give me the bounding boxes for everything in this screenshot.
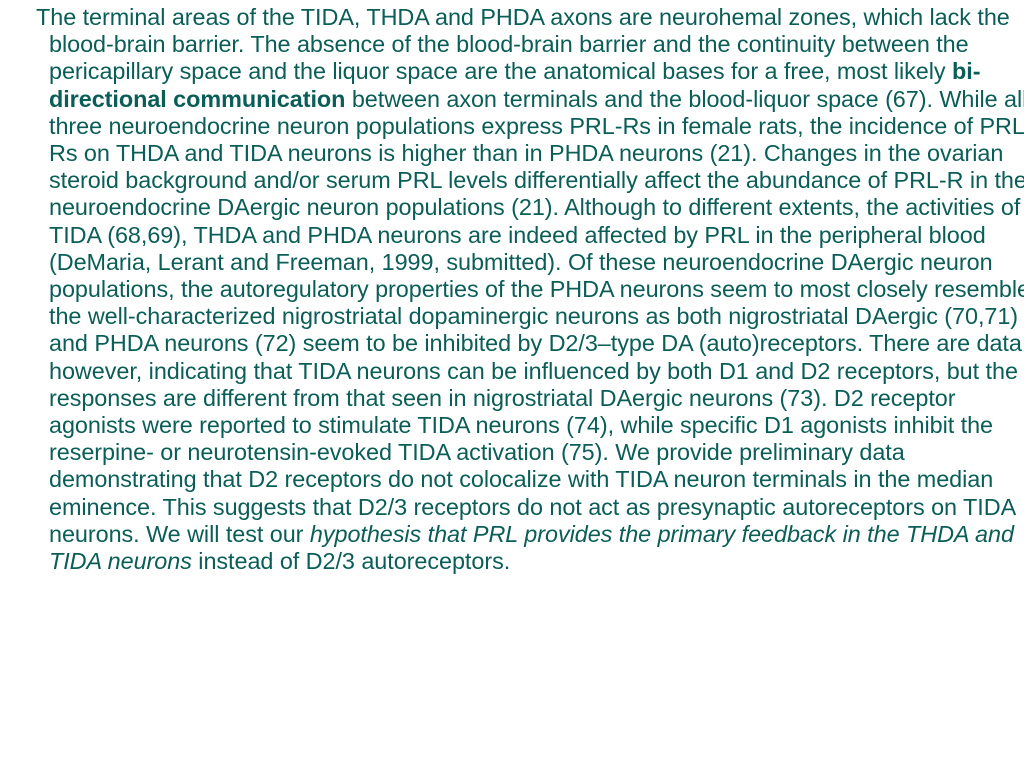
- paragraph-text-2: between axon terminals and the blood-liq…: [49, 85, 1024, 547]
- paragraph-italic-hypothesis: hypothesis that PRL provides the primary…: [49, 520, 1014, 575]
- paragraph-text-1: The terminal areas of the TIDA, THDA and…: [36, 4, 1010, 85]
- paragraph-bold-bidirectional: bi-directional communication: [49, 58, 981, 112]
- body-paragraph: The terminal areas of the TIDA, THDA and…: [36, 4, 1024, 575]
- paragraph-text-3: instead of D2/3 autoreceptors.: [191, 548, 511, 575]
